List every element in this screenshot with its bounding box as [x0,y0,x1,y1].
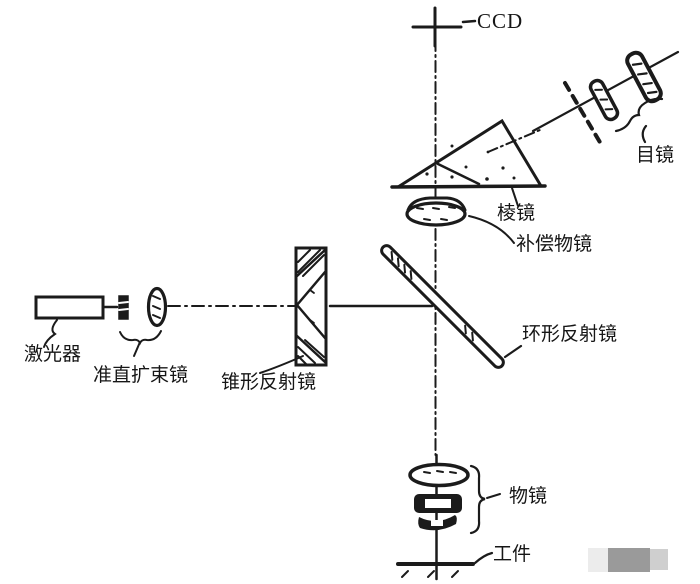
beam-expander-shape [118,286,168,357]
compensation-objective-leader [468,215,515,244]
objective-brace [469,464,486,535]
eyepiece-brace [614,97,664,144]
watermark-block-light [588,548,608,572]
annular-reflector-leader [503,344,523,359]
beam-expander-leader [133,341,141,357]
conical-reflector-label: 锥形反射镜 [221,372,317,393]
annular-reflector-shape [380,244,523,369]
conical-reflector-leader [259,355,304,374]
watermark-block-dark [608,548,650,572]
eyepiece-leader [641,124,648,144]
eyepiece-lens-small [588,78,620,122]
prism-label: 棱镜 [497,203,536,224]
laser-label: 激光器 [24,344,82,365]
compensation-objective-label: 补偿物镜 [516,234,593,255]
compensation-objective-shape [405,196,515,244]
eyepiece-axis-dashdot [487,129,541,153]
watermark-block-mid [650,549,668,570]
objective-label: 物镜 [509,486,548,507]
workpiece-leader [473,551,494,565]
laser-leader [43,319,58,348]
objective-shape [408,462,501,535]
ccd-leader [461,19,477,24]
reticle-dashed-line [563,81,603,146]
annular-reflector-label: 环形反射镜 [522,324,618,345]
prism-leader [511,187,519,207]
ccd-label: CCD [477,9,524,33]
objective-leader [486,493,501,499]
workpiece-label: 工件 [493,544,532,565]
laser-shape [34,295,119,348]
conical-reflector-shape [259,246,328,374]
eyepiece-label: 目镜 [636,145,675,166]
ccd-mark [411,6,477,48]
prism-shape [390,118,547,207]
workpiece-shape [396,551,494,578]
collimating-beam-expander-label: 准直扩束镜 [93,365,189,386]
